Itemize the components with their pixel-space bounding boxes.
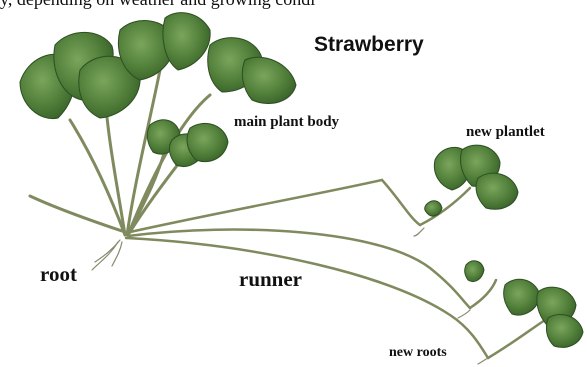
root-strands <box>92 228 488 364</box>
label-root: root <box>40 262 77 287</box>
label-new-plantlet: new plantlet <box>466 124 545 141</box>
label-new-roots: new roots <box>389 345 447 361</box>
main-plant-leaves <box>20 13 296 167</box>
diagram-title: Strawberry <box>314 33 424 57</box>
new-plantlet-leaves <box>425 145 583 347</box>
label-main-plant-body: main plant body <box>234 114 339 131</box>
label-runner: runner <box>239 267 302 292</box>
